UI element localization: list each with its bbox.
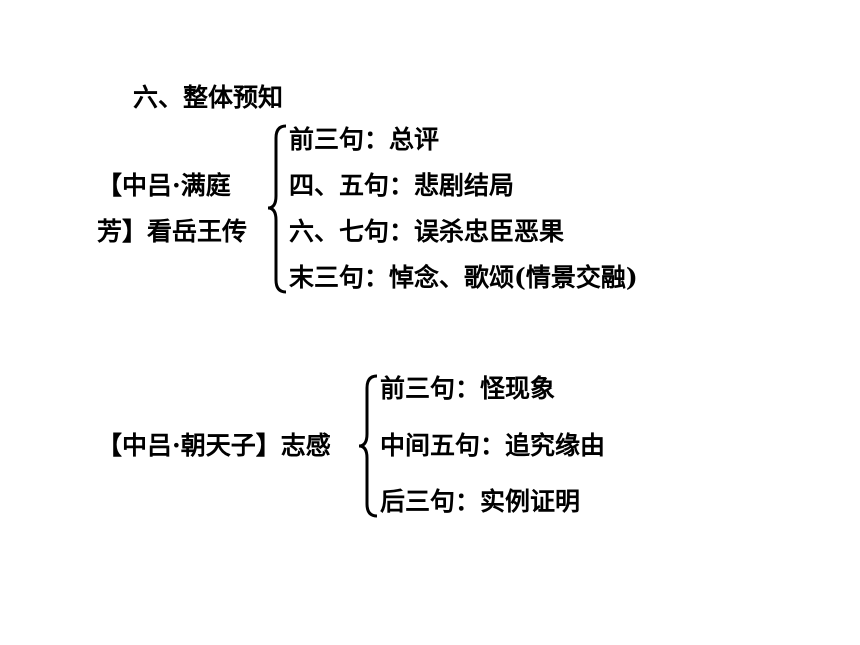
section1-brace <box>267 124 287 294</box>
section2-item-2: 中间五句：追究缘由 <box>380 431 606 460</box>
section2-brace <box>358 374 378 518</box>
section1-item-2: 四、五句：悲剧结局 <box>289 171 515 200</box>
section1-item-4: 末三句：悼念、歌颂(情景交融) <box>289 263 638 292</box>
section1-item-3: 六、七句：误杀忠臣恶果 <box>289 217 565 246</box>
section2-item-1: 前三句：怪现象 <box>380 374 556 403</box>
section2-title: 【中吕·朝天子】志感 <box>97 431 331 460</box>
section2-item-3: 后三句：实例证明 <box>380 487 581 516</box>
section1-item-1: 前三句：总评 <box>289 125 440 154</box>
heading: 六、整体预知 <box>133 83 284 112</box>
section1-title-line1: 【中吕·满庭 <box>97 171 231 200</box>
section1-title-line2: 芳】看岳王传 <box>97 217 248 246</box>
